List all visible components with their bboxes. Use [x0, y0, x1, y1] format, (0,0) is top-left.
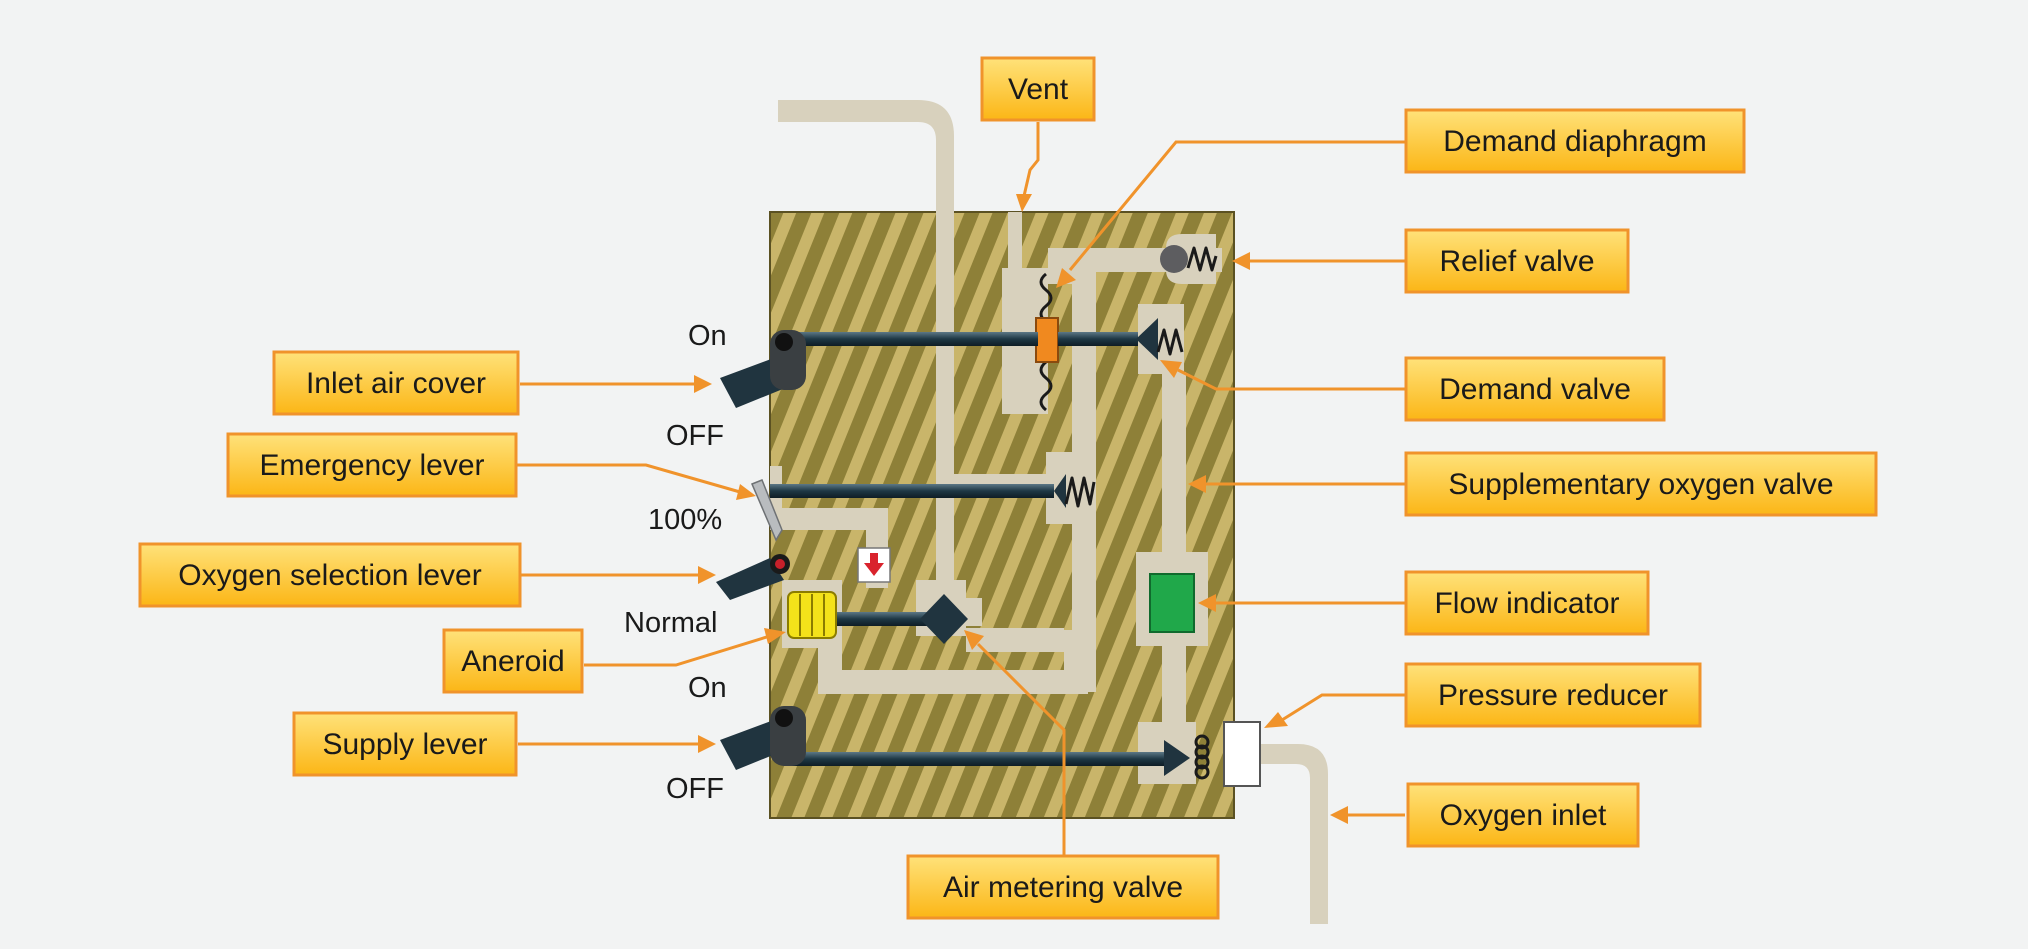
selection-normal-label: Normal: [624, 607, 717, 639]
callout-demand-diaphragm-text: Demand diaphragm: [1443, 125, 1706, 158]
emergency-lever[interactable]: [751, 479, 783, 542]
callout-relief-valve: Relief valve: [1404, 228, 1630, 294]
callout-supply-lever-text: Supply lever: [322, 728, 487, 761]
callout-vent: Vent: [980, 56, 1096, 122]
rods: [770, 332, 1164, 766]
emergency-100-label: 100%: [648, 504, 722, 536]
callout-air-metering-valve: Air metering valve: [906, 854, 1220, 920]
inlet-off-label: OFF: [666, 420, 724, 452]
callout-supplementary-oxygen-valve-text: Supplementary oxygen valve: [1448, 468, 1833, 501]
callout-inlet-air-cover-text: Inlet air cover: [306, 367, 486, 400]
callout-oxygen-selection-lever: Oxygen selection lever: [138, 542, 522, 608]
callout-air-metering-valve-text: Air metering valve: [943, 871, 1183, 904]
air-metering-valve-body: [920, 594, 968, 644]
callout-emergency-lever-text: Emergency lever: [259, 449, 484, 482]
down-arrow-icon: [857, 547, 891, 583]
inlet-air-cover-lever[interactable]: [720, 330, 806, 408]
callout-oxygen-inlet: Oxygen inlet: [1406, 782, 1640, 848]
callout-oxygen-inlet-text: Oxygen inlet: [1440, 799, 1607, 832]
supply-on-label: On: [688, 672, 727, 704]
callout-pressure-reducer-text: Pressure reducer: [1438, 679, 1668, 712]
callout-demand-diaphragm: Demand diaphragm: [1404, 108, 1746, 174]
callout-relief-valve-text: Relief valve: [1439, 245, 1594, 278]
demand-diaphragm: [1035, 272, 1059, 412]
inlet-on-label: On: [688, 320, 727, 352]
callout-pressure-reducer: Pressure reducer: [1404, 662, 1702, 728]
supply-valve: [1164, 721, 1261, 787]
supply-off-label: OFF: [666, 773, 724, 805]
callout-vent-text: Vent: [1008, 73, 1069, 106]
oxygen-selection-lever[interactable]: [716, 554, 790, 600]
callout-demand-valve: Demand valve: [1404, 356, 1666, 422]
callout-inlet-air-cover: Inlet air cover: [272, 350, 520, 416]
callout-flow-indicator-text: Flow indicator: [1434, 587, 1619, 620]
leader-lines: [517, 122, 1405, 855]
callout-supply-lever: Supply lever: [292, 711, 518, 777]
callout-aneroid: Aneroid: [442, 628, 584, 694]
supplementary-oxygen-valve-body: [1054, 474, 1096, 508]
callout-emergency-lever: Emergency lever: [226, 432, 518, 498]
supply-lever[interactable]: [720, 706, 806, 770]
callout-flow-indicator: Flow indicator: [1404, 570, 1650, 636]
aneroid-body: [787, 591, 837, 639]
relief-valve: [1160, 234, 1218, 284]
callout-oxygen-selection-lever-text: Oxygen selection lever: [178, 559, 482, 592]
flow-indicator-body: [1149, 573, 1195, 633]
pressure-reducer-body: [1223, 721, 1261, 787]
demand-valve: [1136, 318, 1184, 360]
callout-supplementary-oxygen-valve: Supplementary oxygen valve: [1404, 451, 1878, 517]
callout-demand-valve-text: Demand valve: [1439, 373, 1631, 406]
callout-aneroid-text: Aneroid: [461, 645, 564, 678]
